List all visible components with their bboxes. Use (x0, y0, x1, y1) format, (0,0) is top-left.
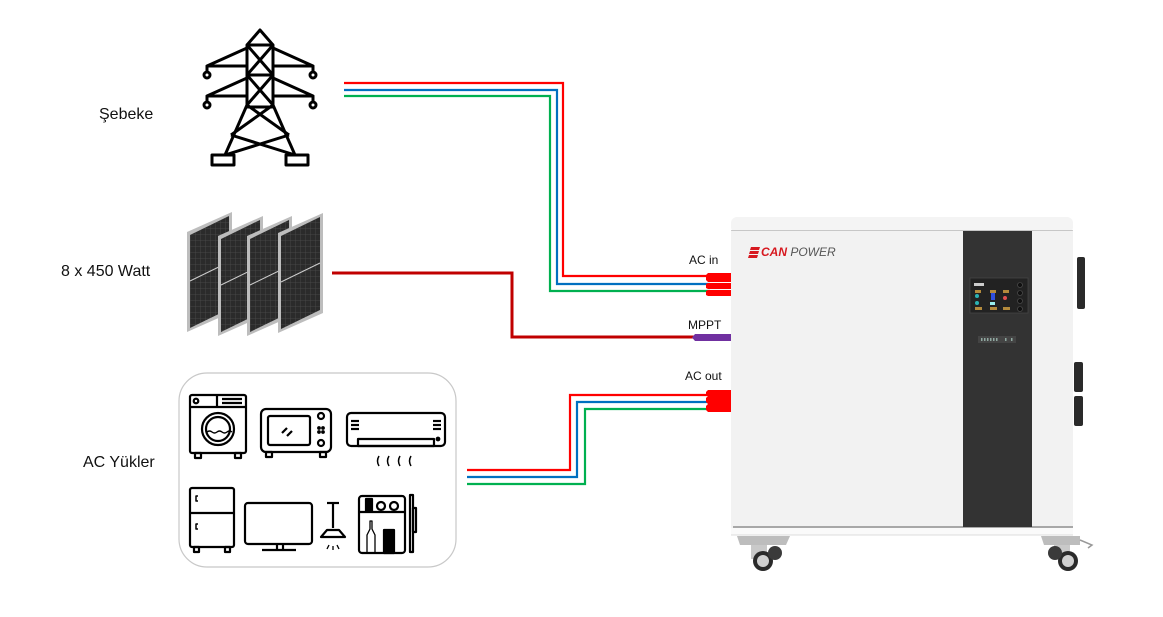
power-station-device (731, 217, 1094, 571)
power-tower-icon (202, 28, 318, 167)
solar-label: 8 x 450 Watt (61, 263, 151, 280)
air-conditioner-icon (345, 411, 447, 467)
grid-label: Şebeke (99, 106, 154, 123)
brand-text: POWER (790, 245, 836, 259)
control-button[interactable] (1017, 290, 1023, 296)
neutral-wire (344, 88, 710, 286)
earth-wire (344, 94, 710, 293)
brand-logo-text: CAN POWER (761, 245, 836, 259)
control-button[interactable] (1017, 298, 1023, 304)
television-icon (243, 501, 314, 552)
brand-mark: CAN (761, 245, 787, 259)
caster-wheel (1041, 536, 1094, 571)
solar-panels-icon (187, 212, 323, 336)
side-handle[interactable] (1077, 257, 1085, 309)
mppt-connector (692, 334, 731, 341)
mppt-label: MPPT (688, 318, 722, 332)
microwave-icon (259, 407, 333, 459)
ac-out-label: AC out (685, 369, 722, 383)
refrigerator-icon (188, 486, 236, 554)
dc-wire (332, 271, 695, 339)
brand-logo-icon (748, 247, 760, 258)
side-socket (1074, 396, 1083, 426)
loads-label: AC Yükler (83, 454, 155, 471)
ac-in-label: AC in (689, 253, 719, 267)
solar-panel (278, 213, 323, 333)
control-button[interactable] (1017, 306, 1023, 312)
control-button[interactable] (1017, 282, 1023, 288)
pendant-lamp-icon (319, 501, 347, 550)
side-socket (1074, 362, 1083, 392)
neutral-wire (467, 400, 710, 479)
mini-fridge-icon (357, 493, 418, 555)
ac-in-connector (706, 273, 731, 296)
earth-wire (467, 407, 710, 486)
front-panel (963, 231, 1032, 527)
caster-wheel (737, 536, 790, 571)
washing-machine-icon (188, 393, 248, 460)
loads-box (178, 372, 457, 568)
phase-wire (344, 81, 710, 278)
grid-ac-wires (344, 81, 710, 293)
phase-wire (467, 393, 710, 472)
load-ac-wires (467, 393, 710, 486)
ac-out-connector (706, 390, 732, 412)
